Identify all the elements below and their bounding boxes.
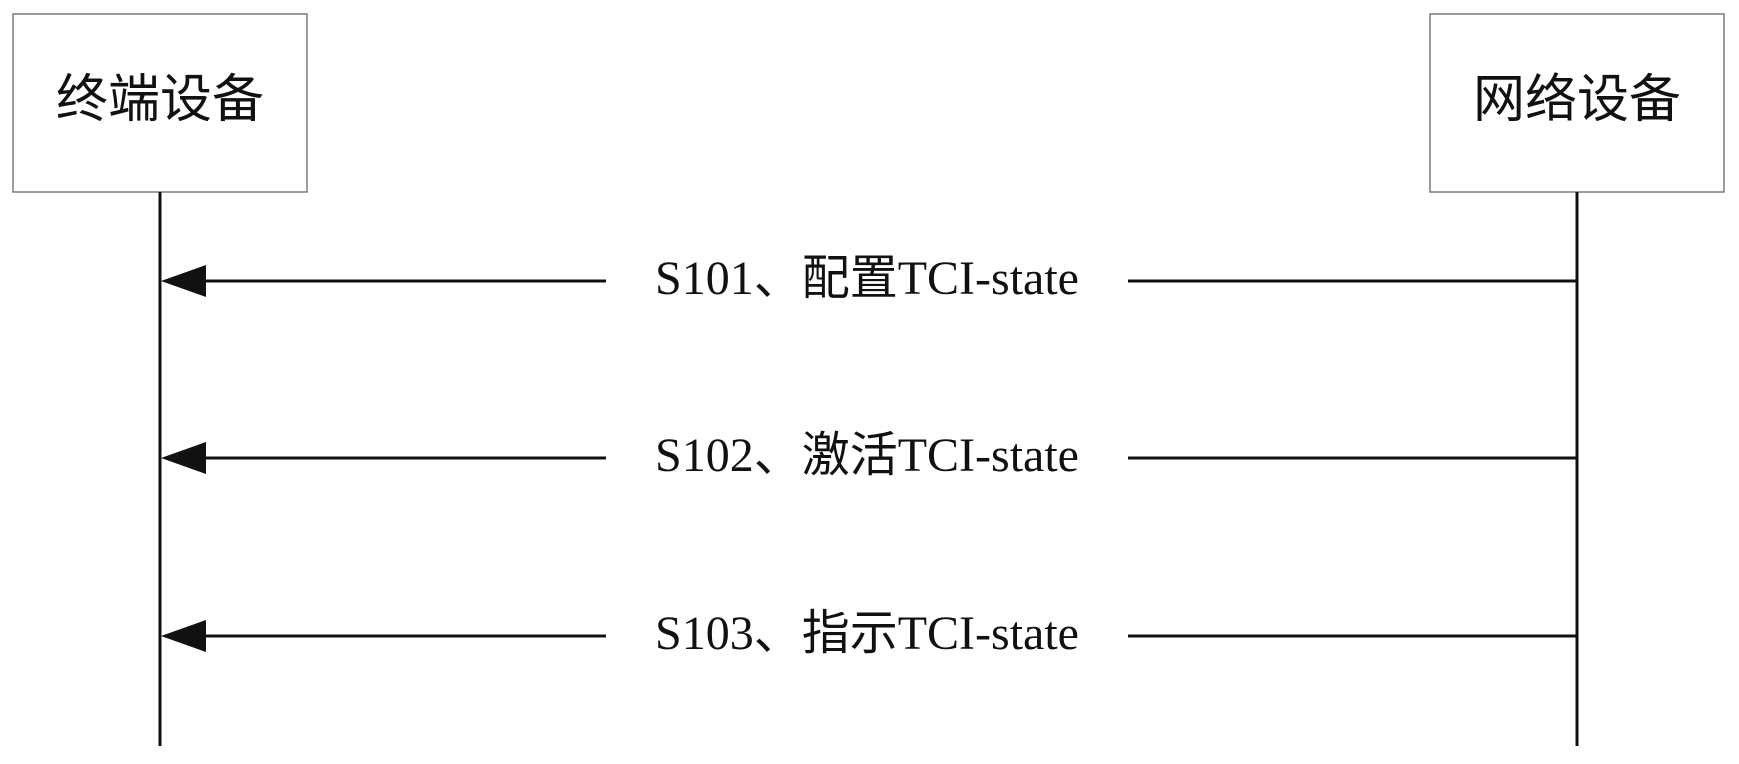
message-s101-label-background [606,248,1128,314]
message-s101-arrowhead [161,265,206,297]
participant-network-box [1429,13,1725,193]
participant-network: 网络设备 [1429,13,1725,193]
message-s103-label-background [606,603,1128,669]
message-s101: S101、配置TCI-state [161,248,1577,314]
participant-terminal-box [12,13,308,193]
message-s103: S103、指示TCI-state [161,603,1577,669]
message-s103-label: S103、指示TCI-state [655,607,1079,660]
message-s102-arrowhead [161,442,206,474]
message-s102-label-background [606,425,1128,491]
message-s103-arrowhead [161,620,206,652]
message-s102: S102、激活TCI-state [161,425,1577,491]
message-s102-label: S102、激活TCI-state [655,429,1079,482]
participant-terminal: 终端设备 [12,13,308,193]
message-s101-label: S101、配置TCI-state [655,252,1079,305]
participant-network-label: 网络设备 [1473,70,1681,130]
participant-terminal-label: 终端设备 [56,70,264,130]
